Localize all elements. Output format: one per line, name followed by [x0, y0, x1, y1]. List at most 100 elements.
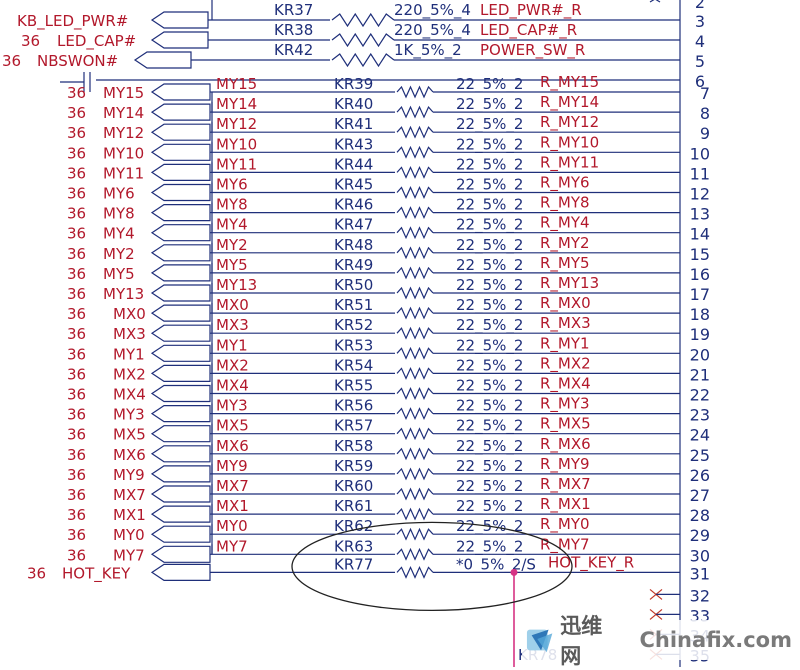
net-label: MY6 [103, 185, 135, 203]
net-label: MY4 [103, 225, 135, 243]
resistor-value: 22_5%_2 [456, 437, 523, 456]
resistor-value: 22_5%_2 [456, 75, 523, 94]
net-label: R_MY8 [540, 194, 590, 213]
off-page-port [150, 123, 211, 141]
resistor-symbol [396, 206, 434, 220]
resistor-ref: KR59 [334, 457, 373, 475]
off-page-port [150, 465, 211, 483]
net-count: 36 [67, 205, 86, 223]
resistor-symbol [396, 527, 434, 541]
resistor-value: 22_5%_2 [456, 316, 523, 335]
net-label: R_MY12 [540, 113, 599, 132]
net-label: R_MY0 [540, 515, 590, 534]
net-label: R_MY4 [540, 214, 590, 233]
resistor-symbol [396, 226, 434, 240]
annotations [291, 521, 573, 612]
resistor-ref: KR54 [334, 356, 373, 374]
net-label: R_MX2 [540, 354, 591, 373]
pin-number: 25 [690, 446, 710, 465]
net-label: MY8 [216, 196, 248, 214]
net-label: R_MX1 [540, 495, 591, 514]
resistor-symbol [331, 32, 395, 48]
net-label: R_MY7 [540, 535, 590, 554]
net-label: MX2 [216, 356, 249, 374]
resistor-symbol [396, 467, 434, 481]
off-page-port [150, 364, 211, 382]
resistor-value: 22_5%_2 [456, 155, 523, 174]
net-label: R_MY14 [540, 93, 599, 112]
resistor-value: 22_5%_2 [456, 276, 523, 295]
resistor-ref: KR56 [334, 397, 373, 415]
annotation-ellipse [291, 521, 573, 612]
net-label: MY13 [103, 285, 144, 303]
net-label: R_MX6 [540, 435, 591, 454]
resistor-value: *0_5%_2/S [456, 555, 536, 574]
pin-number: 7 [700, 84, 710, 103]
resistor-ref: KR44 [334, 155, 373, 173]
net-count: 36 [21, 32, 40, 50]
resistor-value: 22_5%_2 [456, 95, 523, 114]
pin-number: 31 [690, 564, 710, 583]
resistor-ref: KR58 [334, 437, 373, 455]
net-count: 36 [67, 164, 86, 182]
net-count: 36 [2, 52, 21, 70]
net-label: MX3 [113, 325, 146, 343]
resistor-value: 22_5%_2 [456, 135, 523, 154]
net-label: MY3 [113, 406, 145, 424]
resistor-ref: KR39 [334, 75, 373, 93]
net-count: 36 [27, 564, 46, 582]
resistor-value: 22_5%_2 [456, 397, 523, 416]
resistor-ref: KR62 [334, 517, 373, 535]
resistor-symbol [396, 565, 434, 579]
net-label: R_MY2 [540, 234, 590, 253]
off-page-port [150, 425, 211, 443]
resistor-value: 22_5%_2 [456, 115, 523, 134]
net-label: R_MY6 [540, 174, 590, 193]
resistor-symbol [396, 326, 434, 340]
resistor-symbol [396, 507, 434, 521]
chinafix-logo-icon [526, 629, 553, 653]
resistor-symbol [396, 165, 434, 179]
resistor-ref: KR77 [334, 555, 373, 573]
resistor-ref: KR41 [334, 115, 373, 133]
net-count: 36 [67, 426, 86, 444]
pin-number: 2 [695, 0, 705, 12]
off-page-port [150, 324, 211, 342]
off-page-port [150, 204, 211, 222]
net-label: MX7 [113, 486, 146, 504]
net-label: R_MY15 [540, 73, 599, 92]
net-count: 36 [67, 526, 86, 544]
off-page-port [150, 143, 211, 161]
resistor-value: 22_5%_2 [456, 336, 523, 355]
off-page-port [150, 183, 211, 202]
net-label: R_MY13 [540, 274, 599, 293]
nc-mark [655, 0, 661, 3]
net-label: R_MX5 [540, 415, 591, 434]
net-label: MY12 [216, 115, 257, 133]
pin-number: 21 [690, 365, 710, 384]
resistor-ref: KR49 [334, 256, 373, 274]
net-label: POWER_SW_R [480, 41, 585, 60]
pin-number: 11 [690, 164, 710, 183]
net-label: HOT_KEY [62, 564, 131, 583]
resistor-ref: KR45 [334, 176, 373, 194]
net-count: 36 [67, 285, 86, 303]
net-label: MX7 [216, 477, 249, 495]
net-count: 36 [67, 185, 86, 203]
resistor-ref: KR55 [334, 377, 373, 395]
net-label: MY1 [216, 336, 248, 354]
nc-mark [649, 0, 655, 3]
resistors [331, 12, 434, 579]
off-page-port [150, 525, 211, 543]
pin-number: 8 [700, 104, 710, 123]
net-label: NBSWON# [37, 52, 118, 70]
net-count: 36 [67, 486, 86, 504]
net-label: MX6 [113, 446, 146, 464]
resistor-symbol [396, 246, 434, 260]
resistor-ref: KR40 [334, 95, 373, 113]
net-label: MY10 [216, 135, 257, 153]
net-label: R_MX7 [540, 475, 591, 494]
resistor-ref: KR52 [334, 316, 373, 334]
net-label: MX0 [216, 296, 249, 314]
